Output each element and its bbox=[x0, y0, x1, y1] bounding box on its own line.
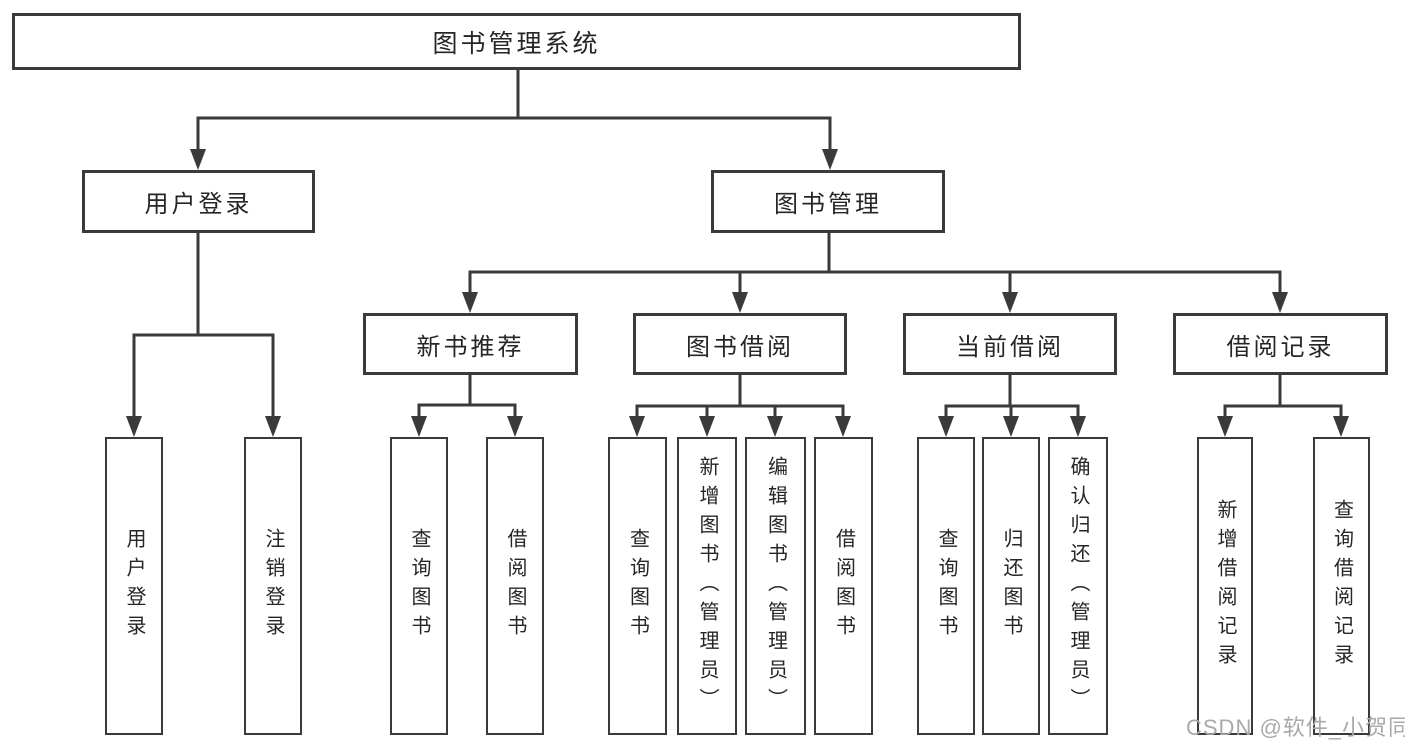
node-leaf-query-book-recommend: 查询图书 bbox=[390, 437, 448, 735]
node-leaf-return-book: 归还图书 bbox=[982, 437, 1040, 735]
node-leaf-confirm-return-admin: 确认归还（管理员） bbox=[1048, 437, 1108, 735]
node-leaf-borrow-book-recommend: 借阅图书 bbox=[486, 437, 544, 735]
node-leaf-add-borrow-record: 新增借阅记录 bbox=[1197, 437, 1253, 735]
node-leaf-query-book-current: 查询图书 bbox=[917, 437, 975, 735]
node-current-borrow: 当前借阅 bbox=[903, 313, 1117, 375]
csdn-watermark: CSDN @软件_小贺同学 bbox=[1186, 715, 1405, 740]
node-leaf-query-borrow-record: 查询借阅记录 bbox=[1313, 437, 1370, 735]
node-root-system: 图书管理系统 bbox=[12, 13, 1021, 70]
node-leaf-user-login: 用户登录 bbox=[105, 437, 163, 735]
node-borrow-records: 借阅记录 bbox=[1173, 313, 1388, 375]
node-leaf-logout: 注销登录 bbox=[244, 437, 302, 735]
node-user-login: 用户登录 bbox=[82, 170, 315, 233]
node-leaf-query-book-borrow: 查询图书 bbox=[608, 437, 667, 735]
node-leaf-add-book-admin: 新增图书（管理员） bbox=[677, 437, 737, 735]
node-book-management: 图书管理 bbox=[711, 170, 945, 233]
node-leaf-borrow-book: 借阅图书 bbox=[814, 437, 873, 735]
node-book-borrow: 图书借阅 bbox=[633, 313, 847, 375]
node-leaf-edit-book-admin: 编辑图书（管理员） bbox=[745, 437, 806, 735]
node-new-book-recommend: 新书推荐 bbox=[363, 313, 578, 375]
